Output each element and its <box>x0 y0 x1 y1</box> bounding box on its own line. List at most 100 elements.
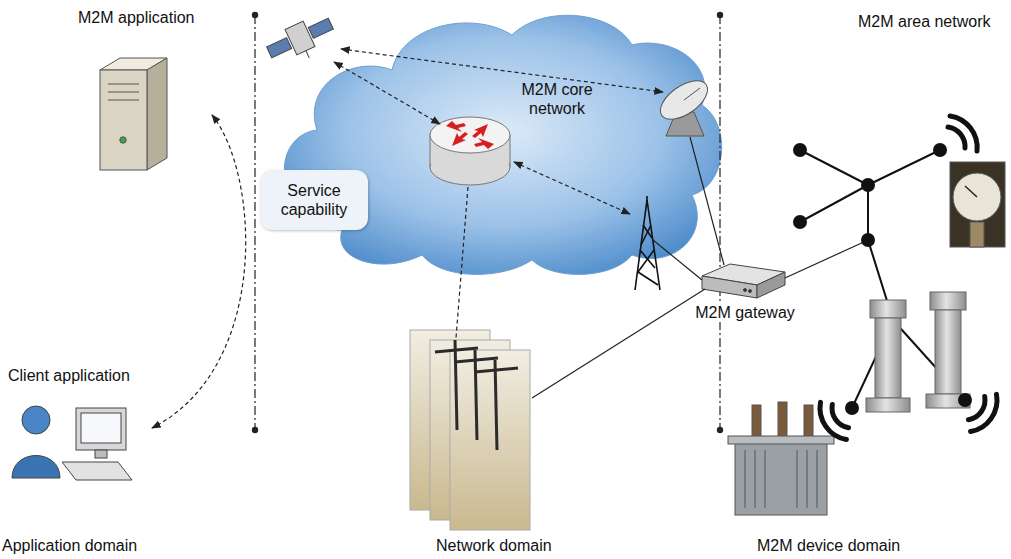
router-arrows <box>446 121 494 149</box>
power-pole <box>455 358 498 362</box>
transmitter-photo <box>870 300 906 318</box>
sensor-network <box>933 143 947 157</box>
domain-separator <box>254 15 255 430</box>
wireless-link <box>456 187 468 338</box>
tower-icon <box>647 200 660 290</box>
server-icon <box>108 84 139 85</box>
power-pole-photo <box>450 350 530 530</box>
dish-icon <box>654 73 714 127</box>
node-label: M2M application <box>78 8 195 27</box>
sensor-network <box>800 185 868 222</box>
wire <box>532 137 866 398</box>
sensor-network <box>861 233 875 247</box>
wireless-signal <box>820 402 846 439</box>
client-icon <box>12 406 132 480</box>
gateway-icon <box>749 290 752 293</box>
satellite-icon <box>285 21 315 55</box>
domain-label: M2M area network <box>858 12 991 31</box>
power-pole <box>435 348 478 352</box>
dish-icon <box>654 73 714 136</box>
node-label: Client application <box>8 366 130 385</box>
wireless-link <box>341 49 663 92</box>
cloud-shape <box>272 5 727 280</box>
client-icon <box>81 413 121 443</box>
transmitter-photo <box>935 310 961 394</box>
tower-icon <box>638 272 658 285</box>
client-icon <box>95 450 107 458</box>
node-label: Service capability <box>269 181 359 219</box>
gauge-photo <box>950 162 1005 247</box>
transformer-photo <box>765 450 766 508</box>
gateway-device: M2M gateway <box>688 262 802 322</box>
application-server: M2M application <box>78 8 210 175</box>
server-icon <box>120 137 126 143</box>
transformer-photo <box>728 436 834 444</box>
wireless-link <box>334 62 440 124</box>
domain-separator <box>252 12 258 18</box>
router-arrows <box>452 132 468 146</box>
client-icon <box>62 462 132 480</box>
wireless-signal <box>820 116 997 440</box>
server-icon <box>108 100 139 101</box>
client-icon <box>76 408 126 450</box>
domain-separator <box>252 12 723 433</box>
domain-separator <box>717 427 723 433</box>
satellite-icon <box>267 38 292 58</box>
domain-separator <box>252 427 258 433</box>
router-icon <box>430 117 510 185</box>
transformer-photo <box>817 450 818 508</box>
wireless-signal <box>948 127 965 148</box>
satellite-icon <box>263 11 340 72</box>
node-label: M2M core network <box>505 80 609 118</box>
tower-icon <box>638 250 654 272</box>
router-arrows <box>474 138 494 149</box>
transformer-photo <box>745 450 746 508</box>
node-label: M2M gateway <box>692 303 798 322</box>
transmitter-photo <box>930 292 966 310</box>
wireless-signal <box>950 116 977 151</box>
wireless-signal <box>832 405 849 428</box>
sensor-network <box>861 178 875 192</box>
power-pole <box>455 340 457 430</box>
transmitter-photo <box>875 318 901 398</box>
domain-separator <box>717 12 723 18</box>
gauge-photo <box>953 173 1001 221</box>
wire <box>653 240 702 280</box>
gateway-icon <box>702 276 757 298</box>
transformer-photo <box>807 450 808 508</box>
sensor-network <box>800 150 868 185</box>
client-terminal: Client application <box>8 366 150 498</box>
satellite-icon <box>306 51 309 58</box>
client-icon <box>12 456 60 479</box>
server-icon <box>100 70 147 170</box>
wireless-link <box>334 49 663 338</box>
sensor-network <box>868 150 940 185</box>
gauge-photo <box>970 222 984 247</box>
power-pole <box>475 368 518 372</box>
tower-icon <box>646 196 648 205</box>
transformer-photo <box>728 402 834 515</box>
transformer-photo <box>755 450 756 508</box>
transformer-photo <box>735 440 827 515</box>
gateway-icon <box>702 264 785 298</box>
satellite-icon <box>308 18 333 38</box>
tower-icon <box>641 225 651 245</box>
gateway-icon <box>757 272 785 298</box>
wire <box>532 289 705 398</box>
server-icon <box>108 92 139 93</box>
wire <box>785 241 866 278</box>
domain-label: Network domain <box>436 536 552 555</box>
router-arrows <box>446 121 466 132</box>
service-box: Service capability <box>260 170 368 230</box>
sensor-network <box>793 143 965 408</box>
wireless-signal <box>969 397 986 420</box>
gauge-photo <box>965 186 977 197</box>
server-icon <box>100 58 167 170</box>
power-pole-photo <box>410 330 530 530</box>
power-pole <box>495 360 497 450</box>
transformer-photo <box>797 450 798 508</box>
core-network-cloud: M2M core networkService capability <box>272 5 727 280</box>
